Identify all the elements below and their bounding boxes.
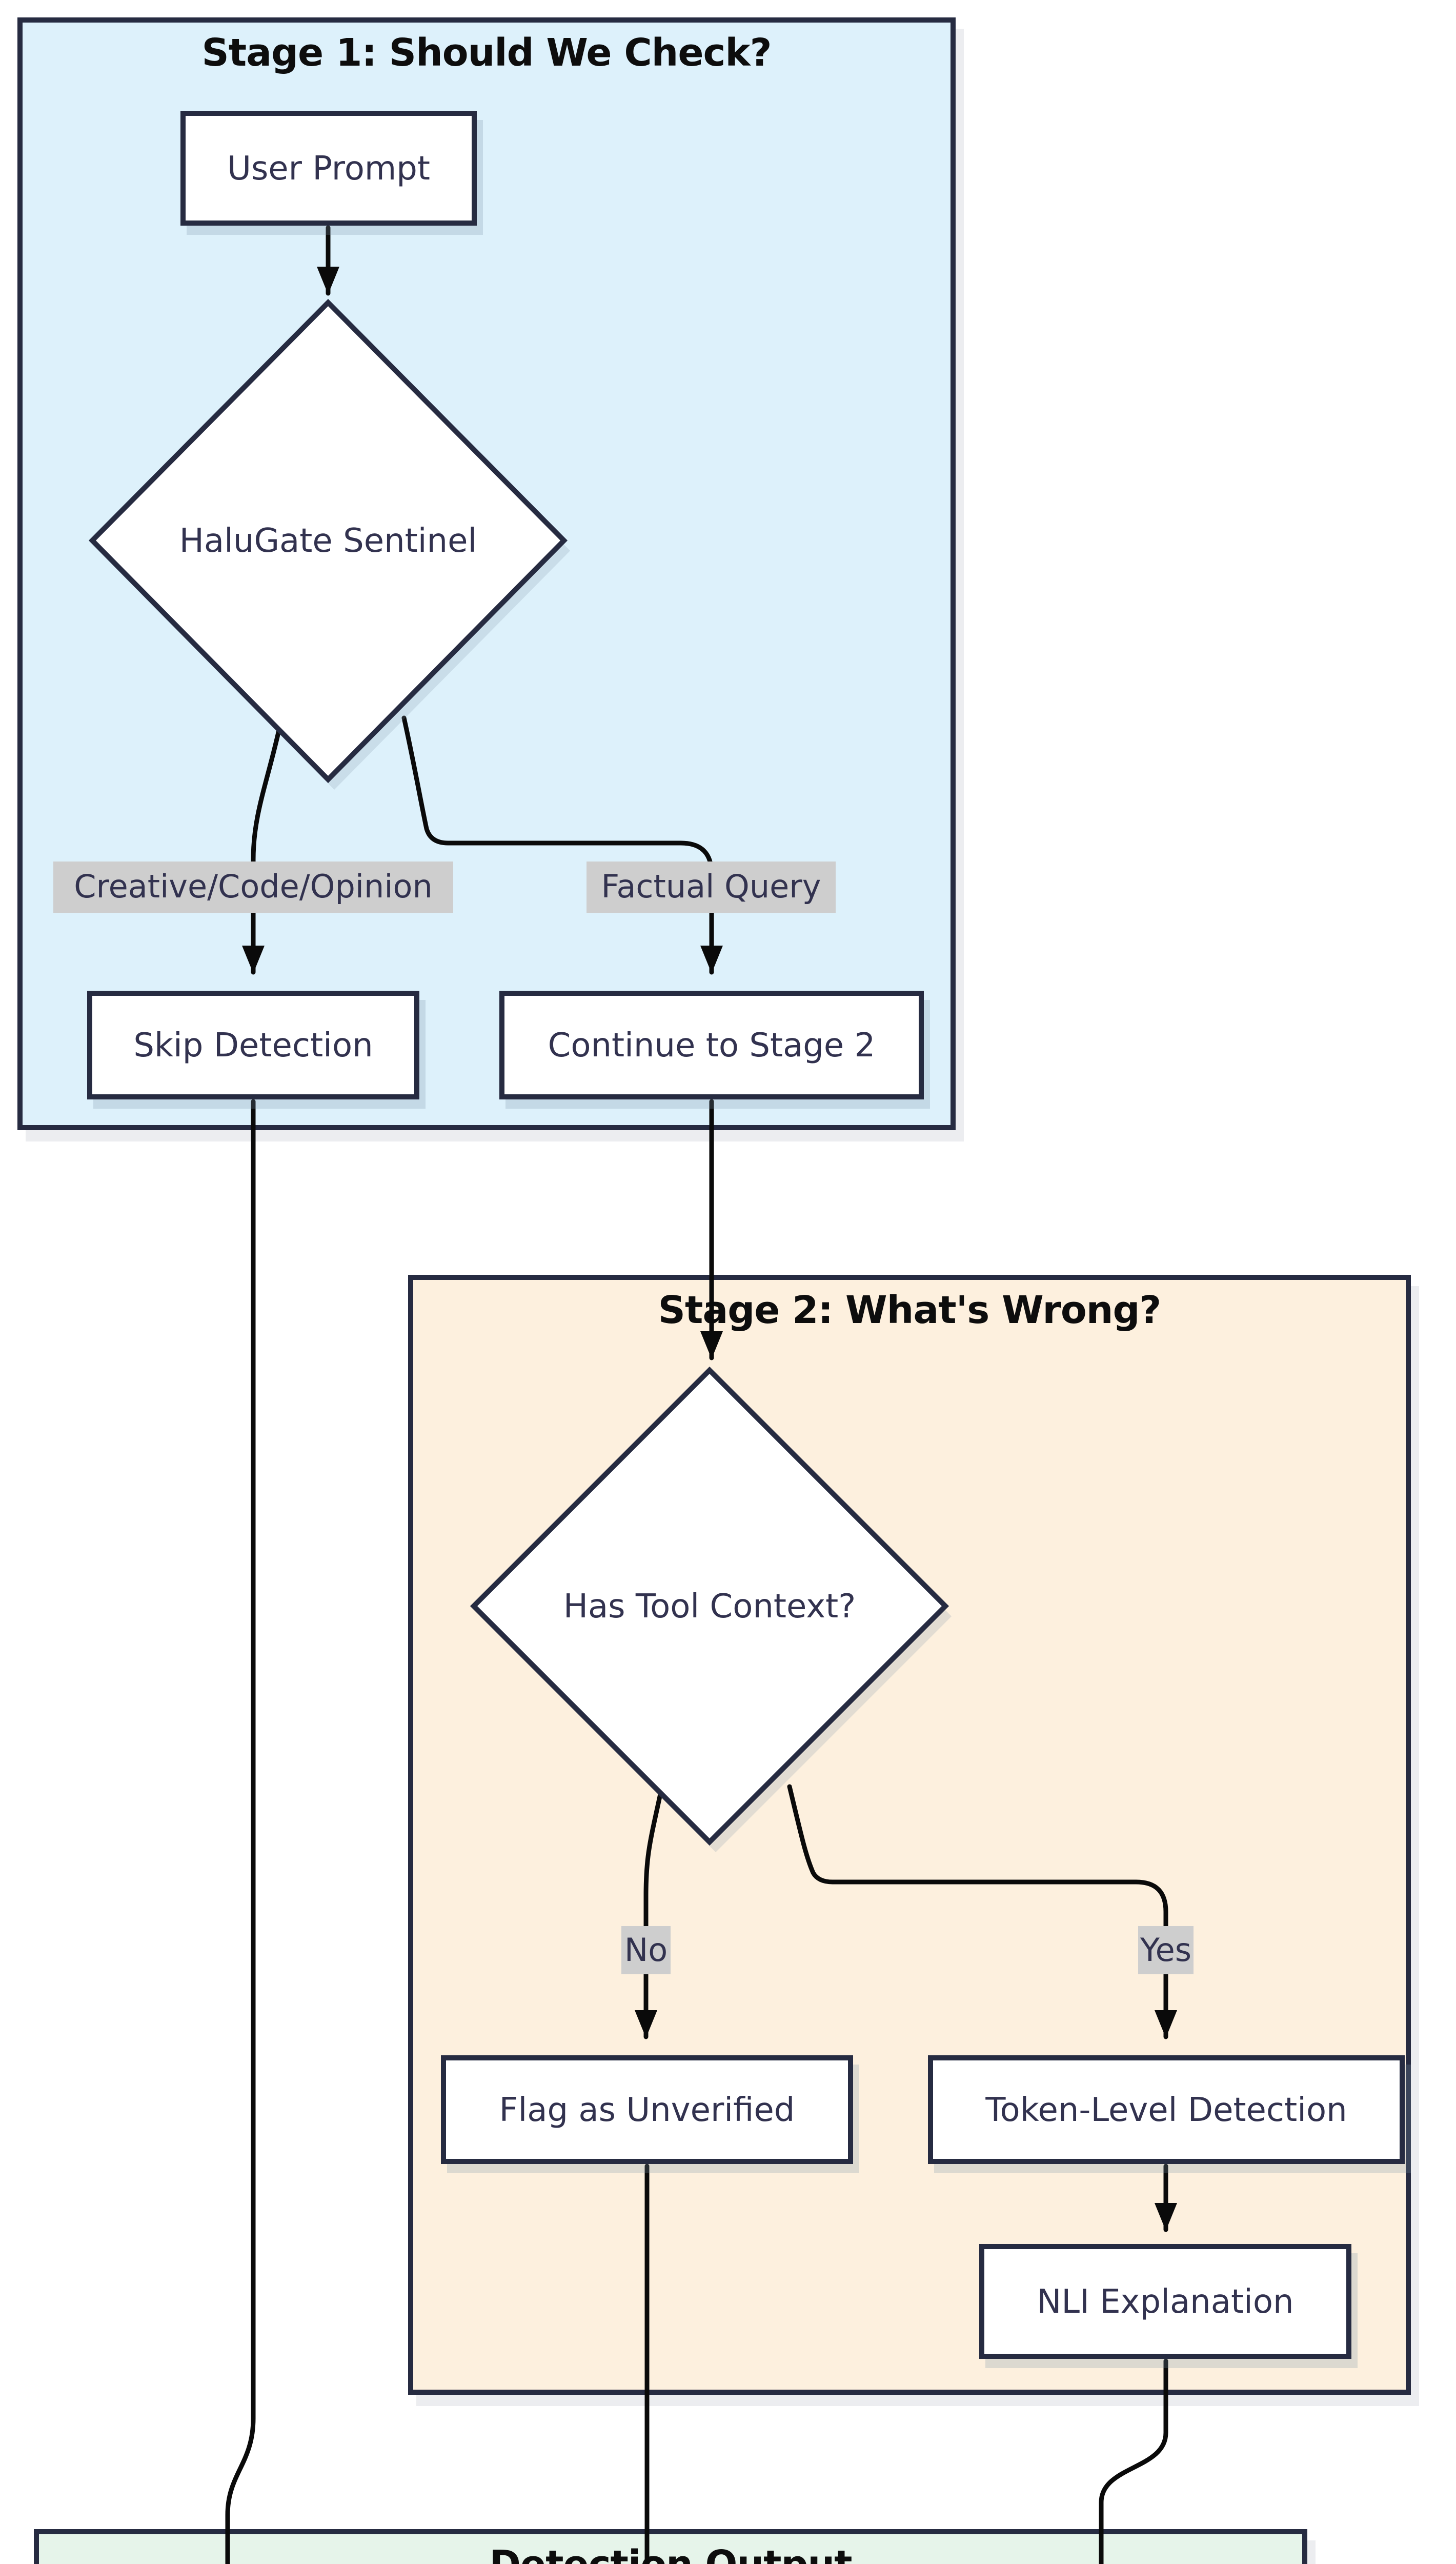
- cluster-title-stage1: Stage 1: Should We Check?: [201, 31, 772, 75]
- edge-label-no: No: [621, 1926, 671, 1974]
- node-has-tool-context-label: Has Tool Context?: [563, 1587, 856, 1626]
- node-flag-as-unverified: Flag as Unverified: [441, 2055, 853, 2164]
- node-halugate-sentinel-label: HaluGate Sentinel: [179, 521, 477, 560]
- edge-label-yes: Yes: [1138, 1926, 1194, 1974]
- cluster-title-stage2: Stage 2: What's Wrong?: [658, 1288, 1162, 1332]
- edge-label-factual-query: Factual Query: [587, 862, 836, 913]
- node-token-level-detection: Token-Level Detection: [928, 2055, 1405, 2164]
- node-user-prompt: User Prompt: [180, 111, 477, 226]
- edge-skip-to-passthrough: [225, 1099, 256, 2564]
- cluster-stage2: [408, 1275, 1411, 2395]
- edge-label-creative-code-opinion: Creative/Code/Opinion: [53, 862, 453, 913]
- cluster-title-detection-output: Detection Output: [34, 2542, 1307, 2564]
- node-skip-detection: Skip Detection: [87, 991, 419, 1099]
- cluster-stage1: [17, 17, 956, 1130]
- node-nli-explanation: NLI Explanation: [979, 2244, 1351, 2359]
- node-continue-to-stage2: Continue to Stage 2: [499, 991, 924, 1099]
